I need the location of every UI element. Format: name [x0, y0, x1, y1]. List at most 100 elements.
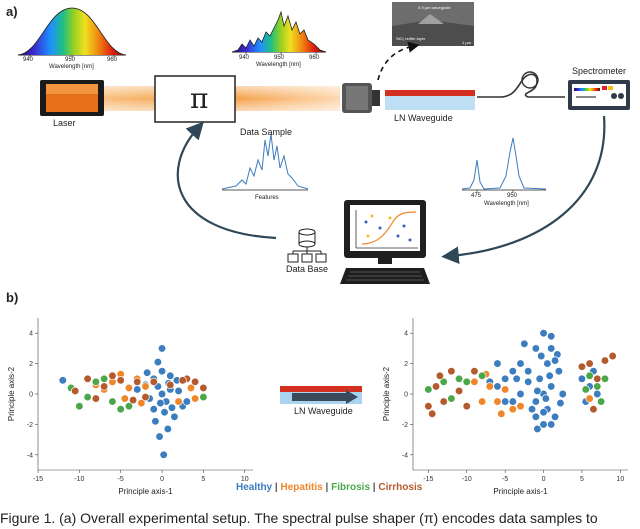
point-cirrhosis: [600, 356, 610, 365]
spectrometer-label: Spectrometer: [572, 66, 627, 76]
point-cirrhosis: [116, 376, 125, 385]
spec-out-tick-1: 950: [507, 193, 518, 199]
sem-image: [392, 2, 474, 46]
x-tick-label: -15: [33, 476, 43, 483]
legend-cirrhosis: Cirrhosis: [378, 482, 423, 493]
middle-waveguide-label: LN Waveguide: [294, 406, 353, 416]
point-healthy: [508, 397, 517, 406]
y-axis-label: Principle axis-2: [382, 366, 391, 421]
point-fibrosis: [199, 392, 208, 402]
point-healthy: [493, 359, 502, 368]
x-tick-label: 5: [580, 476, 584, 483]
panel-a-label: a): [6, 4, 18, 19]
point-cirrhosis: [462, 402, 471, 411]
point-healthy: [537, 351, 546, 361]
point-healthy: [159, 450, 168, 459]
figure-caption: Figure 1. (a) Overall experimental setup…: [0, 510, 598, 526]
point-cirrhosis: [149, 377, 158, 386]
point-cirrhosis: [199, 383, 208, 393]
point-cirrhosis: [454, 386, 464, 396]
x-tick-label: 5: [201, 476, 205, 483]
point-healthy: [157, 344, 167, 353]
panel-b-label: b): [6, 290, 19, 305]
spec-mid-tick-2: 960: [309, 55, 320, 61]
point-hepatitis: [190, 394, 200, 403]
point-healthy: [182, 397, 191, 406]
x-tick-label: -10: [462, 476, 472, 483]
y-tick-label: -4: [27, 452, 33, 459]
point-hepatitis: [174, 397, 183, 406]
spec-out-tick-0: 475: [471, 193, 482, 199]
x-tick-label: 0: [542, 476, 546, 483]
point-healthy: [516, 359, 525, 368]
x-tick-label: -5: [118, 476, 124, 483]
point-healthy: [151, 417, 160, 426]
sem-label-0: 0.9 µm waveguide: [418, 5, 451, 10]
point-healthy: [166, 371, 175, 380]
point-healthy: [539, 408, 548, 417]
legend-separator: |: [325, 482, 329, 493]
point-fibrosis: [585, 371, 594, 380]
point-hepatitis: [508, 405, 517, 414]
y-tick-label: -4: [402, 452, 408, 459]
legend: Healthy | Hepatitis | Fibrosis | Cirrhos…: [236, 482, 422, 493]
y-tick-label: 4: [404, 331, 408, 338]
point-healthy: [556, 398, 565, 408]
point-healthy: [535, 374, 544, 383]
point-healthy: [160, 408, 169, 417]
point-cirrhosis: [424, 402, 433, 411]
point-healthy: [527, 405, 537, 414]
point-hepatitis: [485, 382, 494, 391]
point-healthy: [541, 394, 550, 403]
point-healthy: [539, 329, 548, 338]
laser-icon: [40, 80, 104, 116]
point-fibrosis: [83, 392, 92, 402]
legend-separator: |: [372, 482, 376, 493]
point-cirrhosis: [428, 409, 437, 418]
point-fibrosis: [439, 377, 448, 386]
point-healthy: [547, 420, 556, 429]
point-healthy: [545, 371, 554, 380]
point-cirrhosis: [141, 392, 150, 402]
point-healthy: [58, 376, 67, 385]
point-healthy: [550, 356, 560, 365]
point-cirrhosis: [431, 382, 441, 391]
point-hepatitis: [477, 397, 487, 406]
legend-healthy: Healthy: [236, 482, 273, 493]
point-cirrhosis: [447, 367, 456, 376]
legend-hepatitis: Hepatitis: [280, 482, 323, 493]
point-hepatitis: [500, 385, 510, 394]
point-fibrosis: [462, 377, 471, 386]
setup-diagram: [17, 2, 630, 284]
x-tick-label: -5: [502, 476, 508, 483]
point-cirrhosis: [83, 374, 92, 383]
y-tick-label: 2: [29, 361, 33, 368]
x-tick-label: -10: [74, 476, 84, 483]
point-healthy: [558, 389, 567, 399]
point-cirrhosis: [166, 380, 175, 390]
fiber-line: [477, 73, 565, 98]
y-tick-label: -2: [27, 422, 33, 429]
spectrometer-to-computer-arrow: [441, 115, 606, 264]
point-cirrhosis: [470, 367, 479, 376]
point-hepatitis: [470, 377, 479, 386]
database-icon: [287, 228, 327, 263]
point-fibrosis: [477, 371, 487, 380]
point-cirrhosis: [435, 371, 445, 380]
point-healthy: [524, 377, 533, 386]
point-cirrhosis: [71, 386, 80, 396]
point-healthy: [533, 424, 542, 434]
point-healthy: [547, 382, 556, 391]
point-cirrhosis: [439, 397, 448, 406]
point-healthy: [170, 412, 179, 421]
point-fibrosis: [75, 402, 84, 411]
point-healthy: [157, 367, 167, 376]
point-hepatitis: [120, 394, 129, 403]
point-healthy: [157, 389, 167, 399]
point-healthy: [508, 367, 517, 376]
point-hepatitis: [124, 383, 134, 393]
point-hepatitis: [137, 398, 146, 408]
waveguide-label: LN Waveguide: [394, 113, 453, 123]
point-healthy: [174, 386, 183, 396]
